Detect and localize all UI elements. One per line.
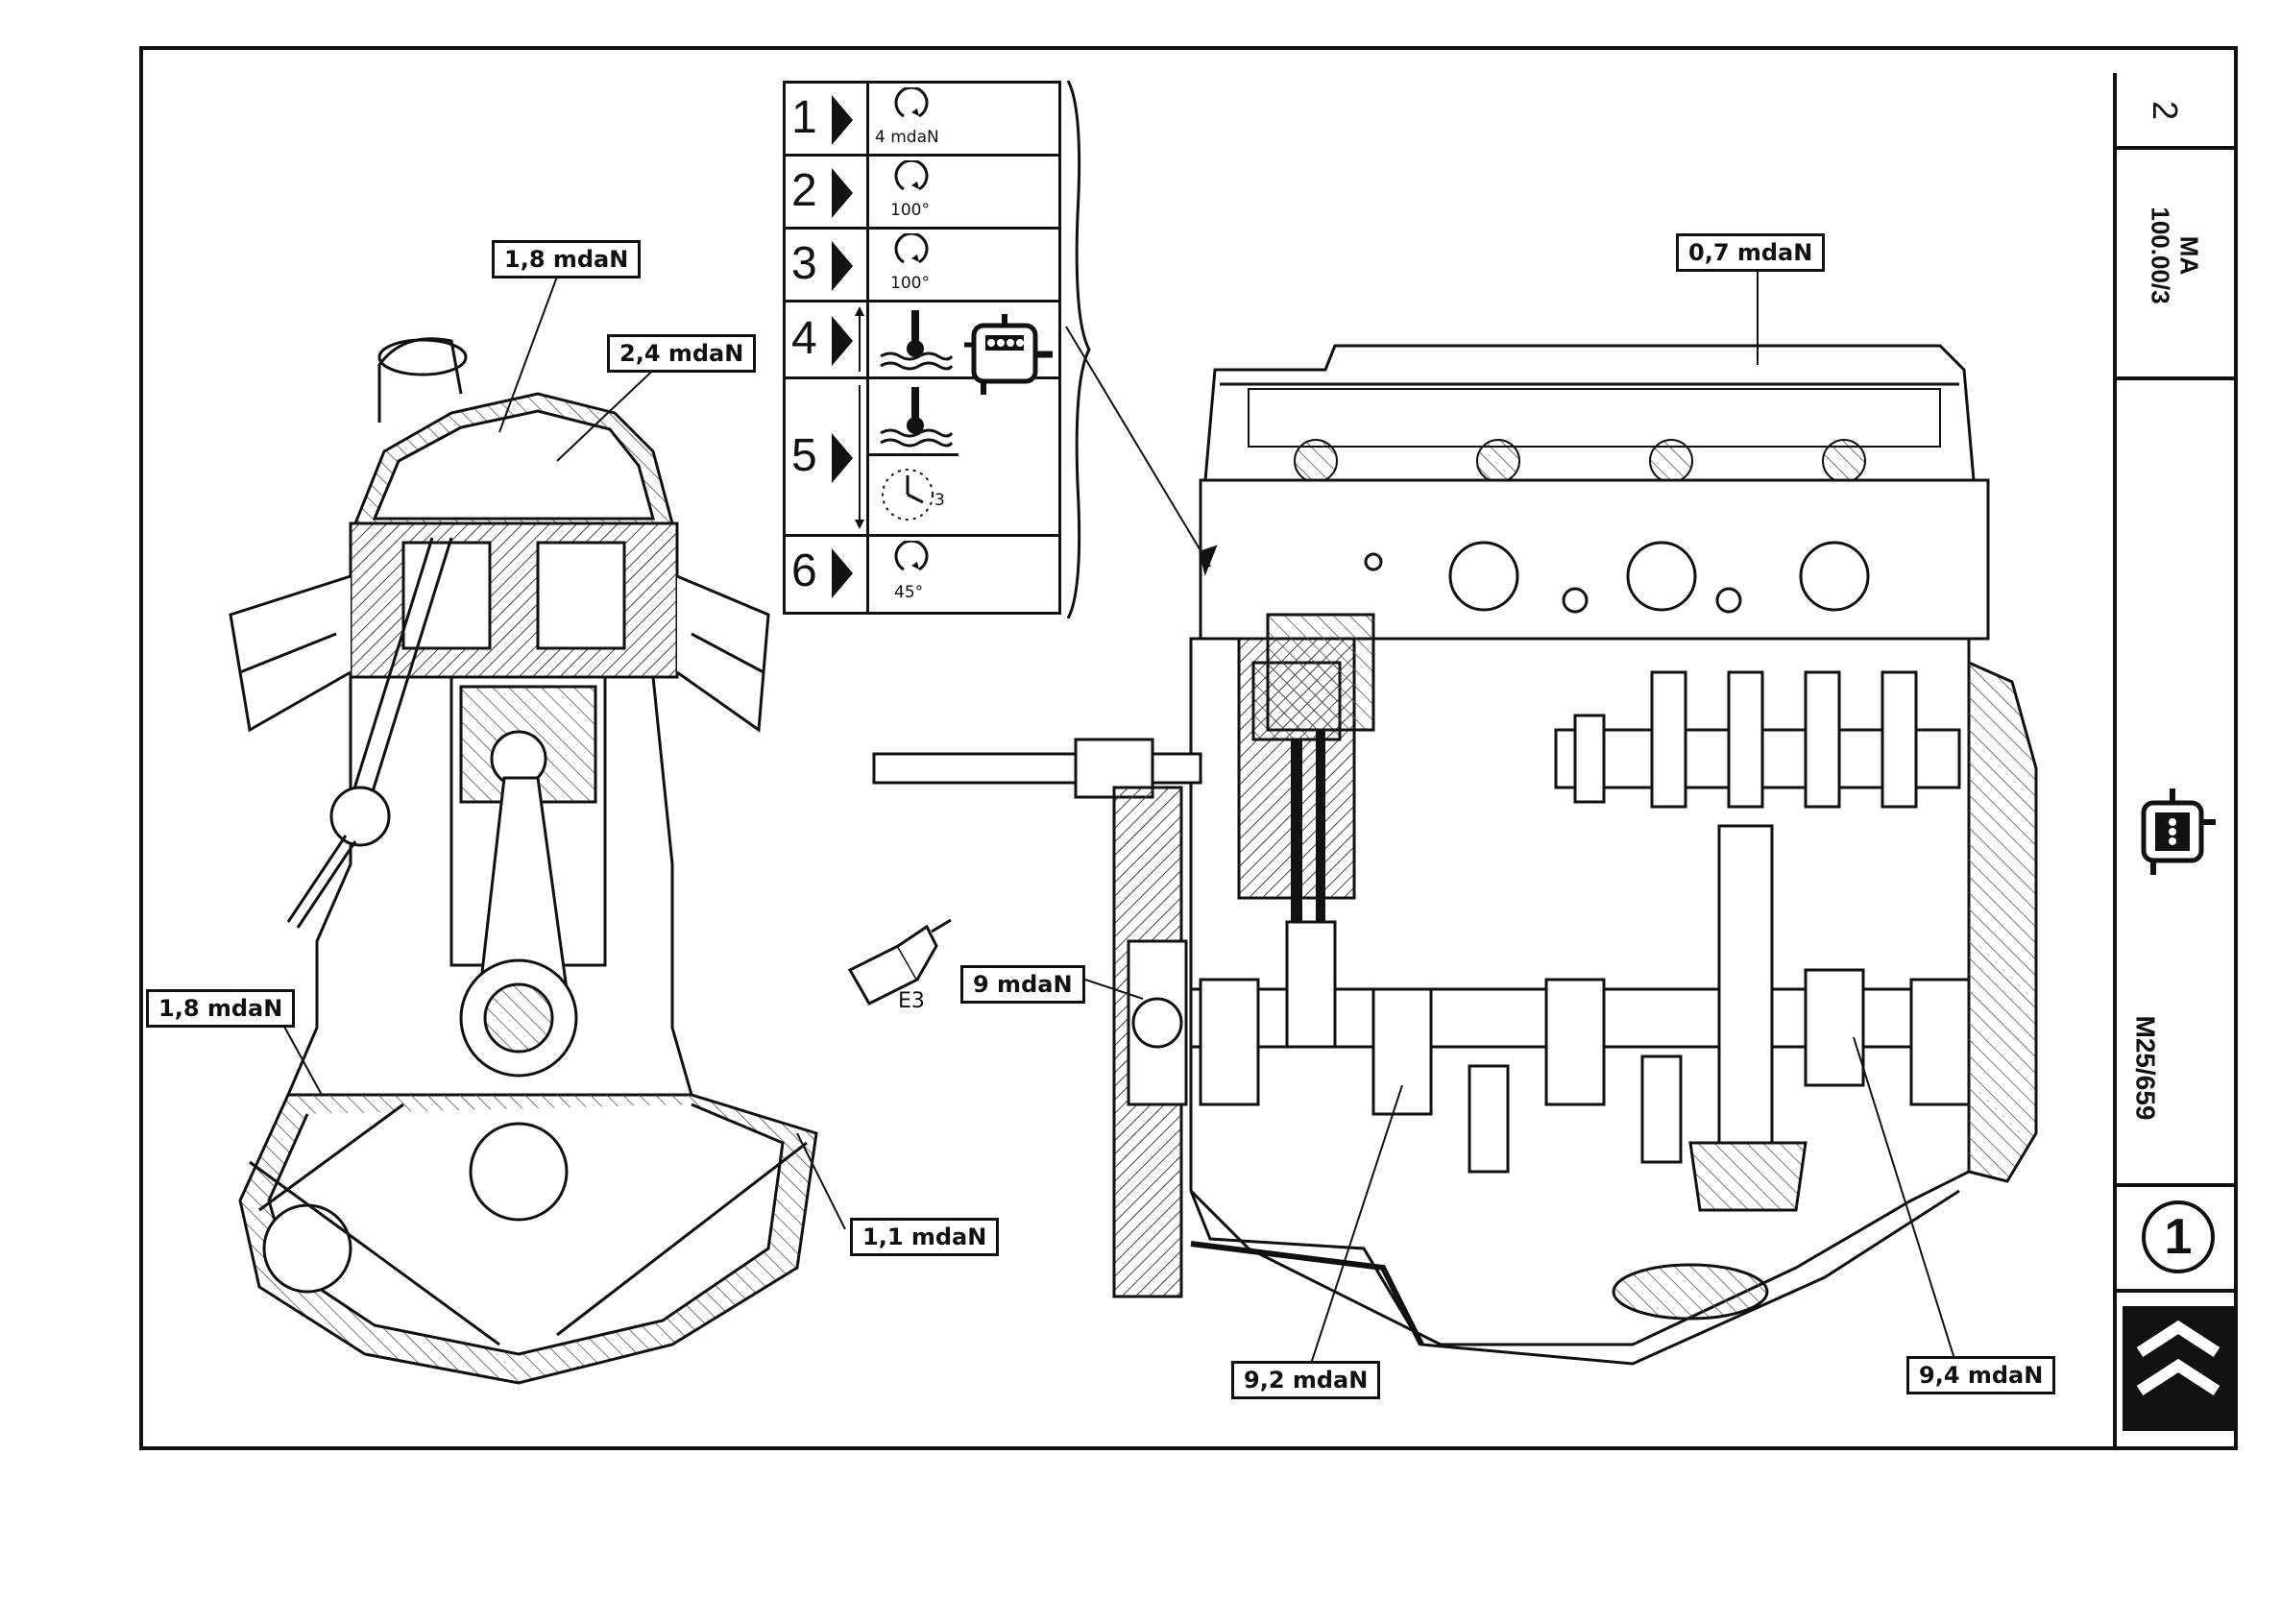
- longitudinal-section-view: [872, 326, 2038, 1366]
- step-value: 45°: [894, 583, 924, 602]
- doc-code-line2: 100.00/3: [2146, 206, 2175, 304]
- page-number-cell: 2: [2117, 73, 2238, 150]
- sequence-step-1: 1 4 mdaN: [786, 84, 1058, 157]
- model-code-cell: M25/659: [2117, 707, 2238, 1187]
- step-value: 3: [934, 491, 945, 510]
- leader-lines: [278, 267, 1955, 1365]
- rotate-angle-icon: 100°: [866, 157, 959, 227]
- step-value: 100°: [890, 201, 930, 220]
- rotate-angle-icon: 100°: [866, 230, 959, 300]
- step-number: 6: [791, 545, 817, 596]
- step-arrow-icon: [832, 433, 853, 483]
- step-number: 3: [791, 238, 817, 289]
- torque-label-cover: 0,7 mdaN: [1676, 233, 1826, 272]
- step-value: 4 mdaN: [875, 128, 939, 147]
- sequence-step-2: 2 100°: [786, 157, 1058, 230]
- torque-label-main-bearing: 9,2 mdaN: [1231, 1361, 1381, 1399]
- torque-label-block: 1,8 mdaN: [146, 989, 296, 1028]
- sequence-brace: [1066, 81, 1091, 618]
- sequence-step-3: 3 100°: [786, 230, 1058, 303]
- engine-icon-cell: [2117, 380, 2238, 875]
- sequence-step-5: 5 3: [786, 314, 1058, 537]
- torque-label-head: 2,4 mdaN: [607, 334, 757, 373]
- step-number: 5: [791, 430, 817, 481]
- step-number: 1: [791, 92, 817, 143]
- doc-code: MA 100.00/3: [2147, 206, 2204, 303]
- engine-icon: [2141, 788, 2216, 875]
- sealant-label: E3: [898, 989, 925, 1013]
- torque-label-conrod: 9,4 mdaN: [1906, 1356, 2056, 1394]
- rotate-torque-icon: 4 mdaN: [866, 84, 959, 154]
- timer-icon: 3: [866, 456, 959, 534]
- coolant-temperature-down-icon: [866, 379, 959, 456]
- sequence-step-6: 6 45°: [786, 537, 1058, 612]
- page-number: 2: [2146, 100, 2186, 121]
- step-arrow-icon: [832, 548, 853, 598]
- title-block: 2 MA 100.00/3 M25/659 1: [2113, 73, 2238, 1450]
- torque-label-flywheel: 9 mdaN: [960, 965, 1085, 1004]
- logo-cell: [2117, 1293, 2238, 1450]
- torque-label-rocker: 1,8 mdaN: [492, 240, 642, 279]
- cross-section-view: [229, 337, 818, 1385]
- sequence-step-4: 4: [786, 303, 1058, 379]
- sealant-tube-icon: [847, 918, 952, 1006]
- drawing-frame: [139, 46, 2238, 1450]
- step-number: 2: [791, 165, 817, 216]
- engine-running-icon: [964, 314, 1053, 395]
- double-chevron-logo: [2123, 1306, 2234, 1431]
- step-number: 4: [791, 313, 817, 364]
- circle-number-cell: 1: [2117, 1187, 2238, 1293]
- circle-number: 1: [2142, 1200, 2215, 1273]
- doc-code-line1: MA: [2174, 235, 2204, 276]
- step-arrow-icon: [832, 168, 853, 218]
- torque-label-sump: 1,1 mdaN: [850, 1218, 1000, 1256]
- down-arrow-icon: [855, 385, 864, 529]
- step-arrow-icon: [832, 316, 853, 366]
- tightening-sequence-table: 1 4 mdaN 2 100° 3 100° 4: [783, 81, 1061, 615]
- model-code: M25/659: [2130, 1015, 2161, 1121]
- step-arrow-icon: [832, 95, 853, 145]
- coolant-temperature-up-icon: [866, 303, 959, 376]
- rotate-angle-icon: 45°: [866, 537, 959, 612]
- up-arrow-icon: [855, 306, 864, 372]
- doc-code-cell: MA 100.00/3: [2117, 150, 2238, 380]
- step-value: 100°: [890, 274, 930, 293]
- step-arrow-icon: [832, 241, 853, 291]
